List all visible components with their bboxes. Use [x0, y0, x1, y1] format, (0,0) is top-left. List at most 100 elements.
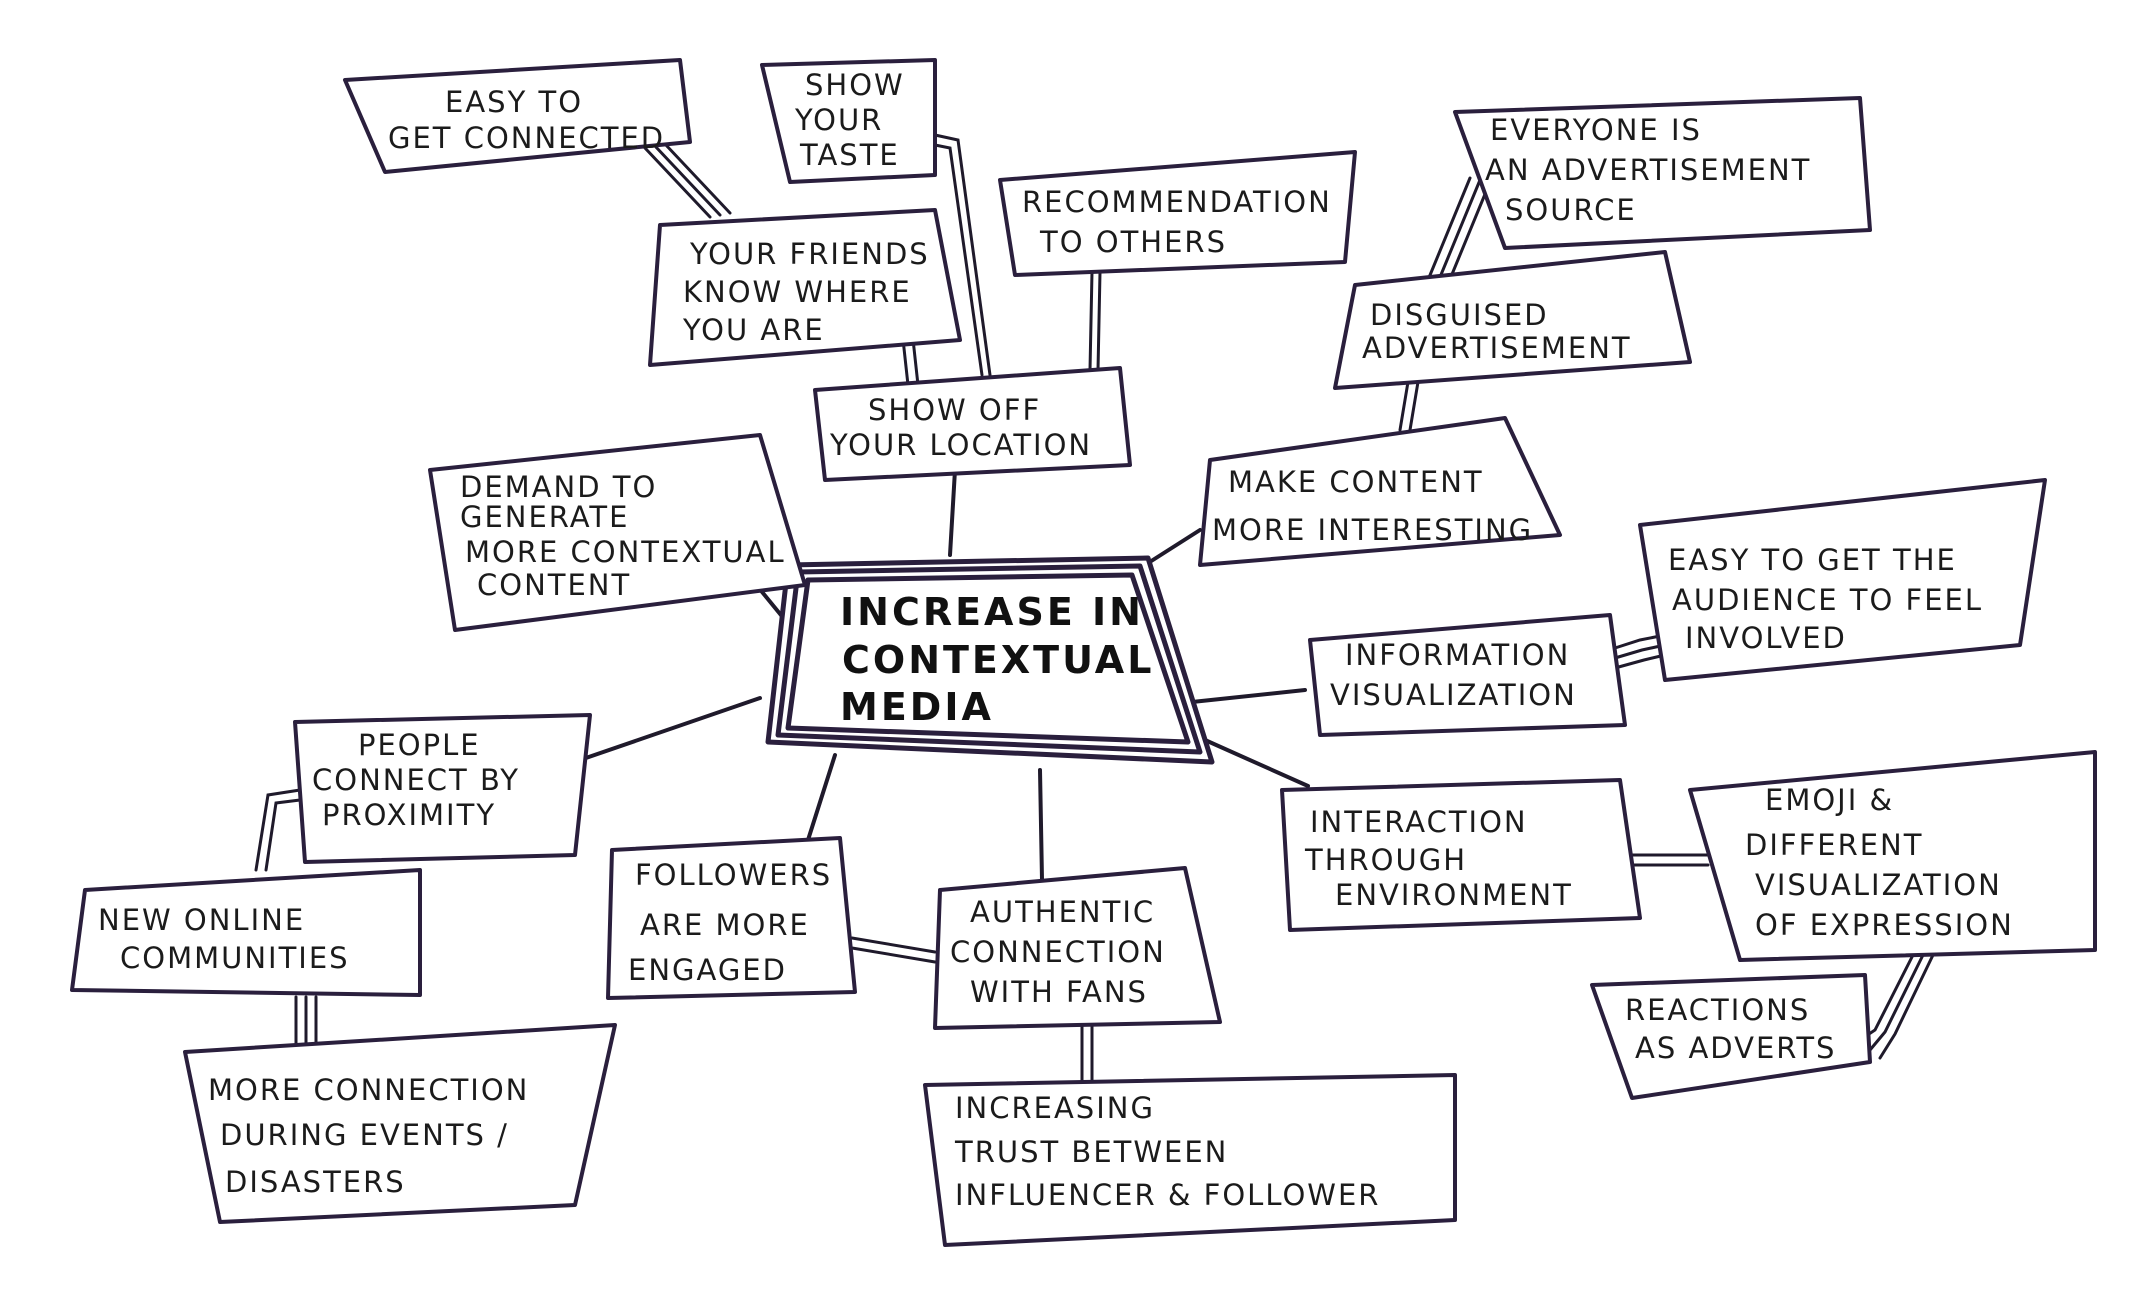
node-interaction-environment: INTERACTION THROUGH ENVIRONMENT [1280, 778, 1642, 932]
node-line: YOU ARE [682, 313, 825, 347]
node-more-connection-events: MORE CONNECTION DURING EVENTS / DISASTER… [183, 1023, 617, 1224]
node-line: INFORMATION [1345, 638, 1570, 672]
node-line: FOLLOWERS [635, 858, 832, 892]
connector-center-location [948, 468, 957, 557]
node-frame [1590, 973, 1872, 1100]
node-easy-audience: EASY TO GET THE AUDIENCE TO FEEL INVOLVE… [1638, 478, 2047, 682]
node-label: REACTIONS AS ADVERTS [1625, 993, 1836, 1065]
node-line: COMMUNITIES [120, 941, 350, 975]
center-node: INCREASE IN CONTEXTUAL MEDIA [765, 555, 1215, 765]
node-line: EASY TO [445, 85, 583, 119]
connector-easy-friends-c [663, 142, 732, 215]
node-line: SOURCE [1505, 193, 1637, 227]
node-line: THROUGH [1304, 843, 1467, 877]
node-line: DIFFERENT [1745, 828, 1923, 862]
node-frame [933, 866, 1222, 1030]
connector-taste-location-b [933, 143, 984, 377]
node-label: SHOW OFF YOUR LOCATION [829, 393, 1092, 462]
node-line: MAKE CONTENT [1228, 465, 1484, 499]
node-line: YOUR LOCATION [829, 428, 1092, 462]
node-line: TRUST BETWEEN [954, 1135, 1228, 1169]
connector-center-followers [806, 753, 837, 842]
node-show-your-taste: SHOW YOUR TASTE [760, 58, 937, 184]
node-line: GENERATE [460, 500, 629, 534]
node-label: EVERYONE IS AN ADVERTISEMENT SOURCE [1485, 113, 1823, 227]
node-frame [923, 1073, 1457, 1247]
node-line: CONTENT [477, 568, 631, 602]
node-line: AN ADVERTISEMENT [1485, 153, 1811, 187]
node-line: INVOLVED [1685, 621, 1847, 655]
node-frame [1308, 613, 1627, 737]
node-show-off-location: SHOW OFF YOUR LOCATION [813, 366, 1132, 482]
node-frame [606, 836, 857, 1000]
node-label: SHOW YOUR TASTE [794, 68, 916, 172]
node-label: EASY TO GET CONNECTED [388, 85, 665, 155]
node-label: MAKE CONTENT MORE INTERESTING [1212, 465, 1533, 547]
node-line: TO OTHERS [1039, 225, 1227, 259]
center-node-frame [785, 572, 1191, 745]
node-label: INFORMATION VISUALIZATION [1330, 638, 1582, 712]
connector-disguised-make-a [1398, 380, 1410, 432]
connector-people-communities-b [264, 798, 302, 872]
node-line: MORE INTERESTING [1212, 513, 1533, 547]
node-line: INTERACTION [1310, 805, 1528, 839]
center-line-1: INCREASE IN [840, 590, 1144, 634]
node-line: YOUR FRIENDS [689, 237, 930, 271]
node-line: CONNECTION [950, 935, 1166, 969]
node-line: PROXIMITY [322, 798, 496, 832]
connector-taste-location-a [933, 133, 992, 377]
node-line: GET CONNECTED [388, 121, 665, 155]
connector-recommend-location-b [1096, 270, 1102, 372]
node-frame [1333, 250, 1692, 390]
connector-center-interaction [1203, 738, 1310, 788]
center-line-2: CONTEXTUAL [842, 638, 1154, 682]
connector-recommend-location-a [1088, 270, 1094, 372]
node-frame [648, 208, 962, 367]
node-label: INTERACTION THROUGH ENVIRONMENT [1304, 805, 1573, 912]
node-label: EASY TO GET THE AUDIENCE TO FEEL INVOLVE… [1668, 543, 1994, 655]
node-line: WITH FANS [970, 975, 1148, 1009]
node-line: ARE MORE [640, 908, 810, 942]
node-frame [70, 868, 422, 997]
node-label: EMOJI & DIFFERENT VISUALIZATION OF EXPRE… [1745, 783, 2014, 942]
connector-everyone-disguised-b [1436, 178, 1482, 284]
node-line: DEMAND TO [460, 470, 657, 504]
node-line: ENVIRONMENT [1335, 878, 1573, 912]
node-line: PEOPLE [358, 728, 481, 762]
node-make-content-interesting: MAKE CONTENT MORE INTERESTING [1198, 416, 1562, 567]
connector-center-people [578, 696, 762, 762]
connector-followers-authentic-b [850, 946, 937, 964]
node-line: DISGUISED [1370, 298, 1549, 332]
node-line: SHOW OFF [868, 393, 1041, 427]
node-people-proximity: PEOPLE CONNECT BY PROXIMITY [293, 713, 592, 864]
node-label: YOUR FRIENDS KNOW WHERE YOU ARE [682, 237, 941, 347]
node-frame [1688, 750, 2097, 962]
node-line: NEW ONLINE [98, 903, 305, 937]
connector-center-authentic [1038, 768, 1044, 882]
connector-emoji-reactions-b [1868, 953, 1925, 1052]
node-label: DISGUISED ADVERTISEMENT [1362, 298, 1632, 365]
node-line: EASY TO GET THE [1668, 543, 1957, 577]
node-line: REACTIONS [1625, 993, 1810, 1027]
node-label: INCREASING TRUST BETWEEN INFLUENCER & FO… [954, 1091, 1380, 1212]
node-followers-engaged: FOLLOWERS ARE MORE ENGAGED [606, 836, 857, 1000]
center-node-title: INCREASE IN CONTEXTUAL MEDIA [840, 590, 1171, 729]
node-line: AUDIENCE TO FEEL [1672, 583, 1983, 617]
node-label: MORE CONNECTION DURING EVENTS / DISASTER… [208, 1073, 541, 1199]
node-recommendation: RECOMMENDATION TO OTHERS [998, 150, 1357, 277]
node-line: DURING EVENTS / [220, 1118, 509, 1152]
node-disguised-advertisement: DISGUISED ADVERTISEMENT [1333, 250, 1692, 390]
node-line: DISASTERS [225, 1165, 406, 1199]
node-line: ADVERTISEMENT [1362, 331, 1632, 365]
node-label: DEMAND TO GENERATE MORE CONTEXTUAL CONTE… [460, 470, 797, 602]
node-increasing-trust: INCREASING TRUST BETWEEN INFLUENCER & FO… [923, 1073, 1457, 1247]
node-reactions-adverts: REACTIONS AS ADVERTS [1590, 973, 1872, 1100]
node-authentic-connection: AUTHENTIC CONNECTION WITH FANS [933, 866, 1222, 1030]
node-easy-to-get-connected: EASY TO GET CONNECTED [343, 58, 692, 174]
node-frame [1453, 96, 1872, 250]
node-line: VISUALIZATION [1330, 678, 1577, 712]
node-demand-contextual: DEMAND TO GENERATE MORE CONTEXTUAL CONTE… [428, 433, 807, 632]
node-new-online-communities: NEW ONLINE COMMUNITIES [70, 868, 422, 997]
node-line: MORE CONTEXTUAL [465, 535, 786, 569]
node-line: EVERYONE IS [1490, 113, 1702, 147]
